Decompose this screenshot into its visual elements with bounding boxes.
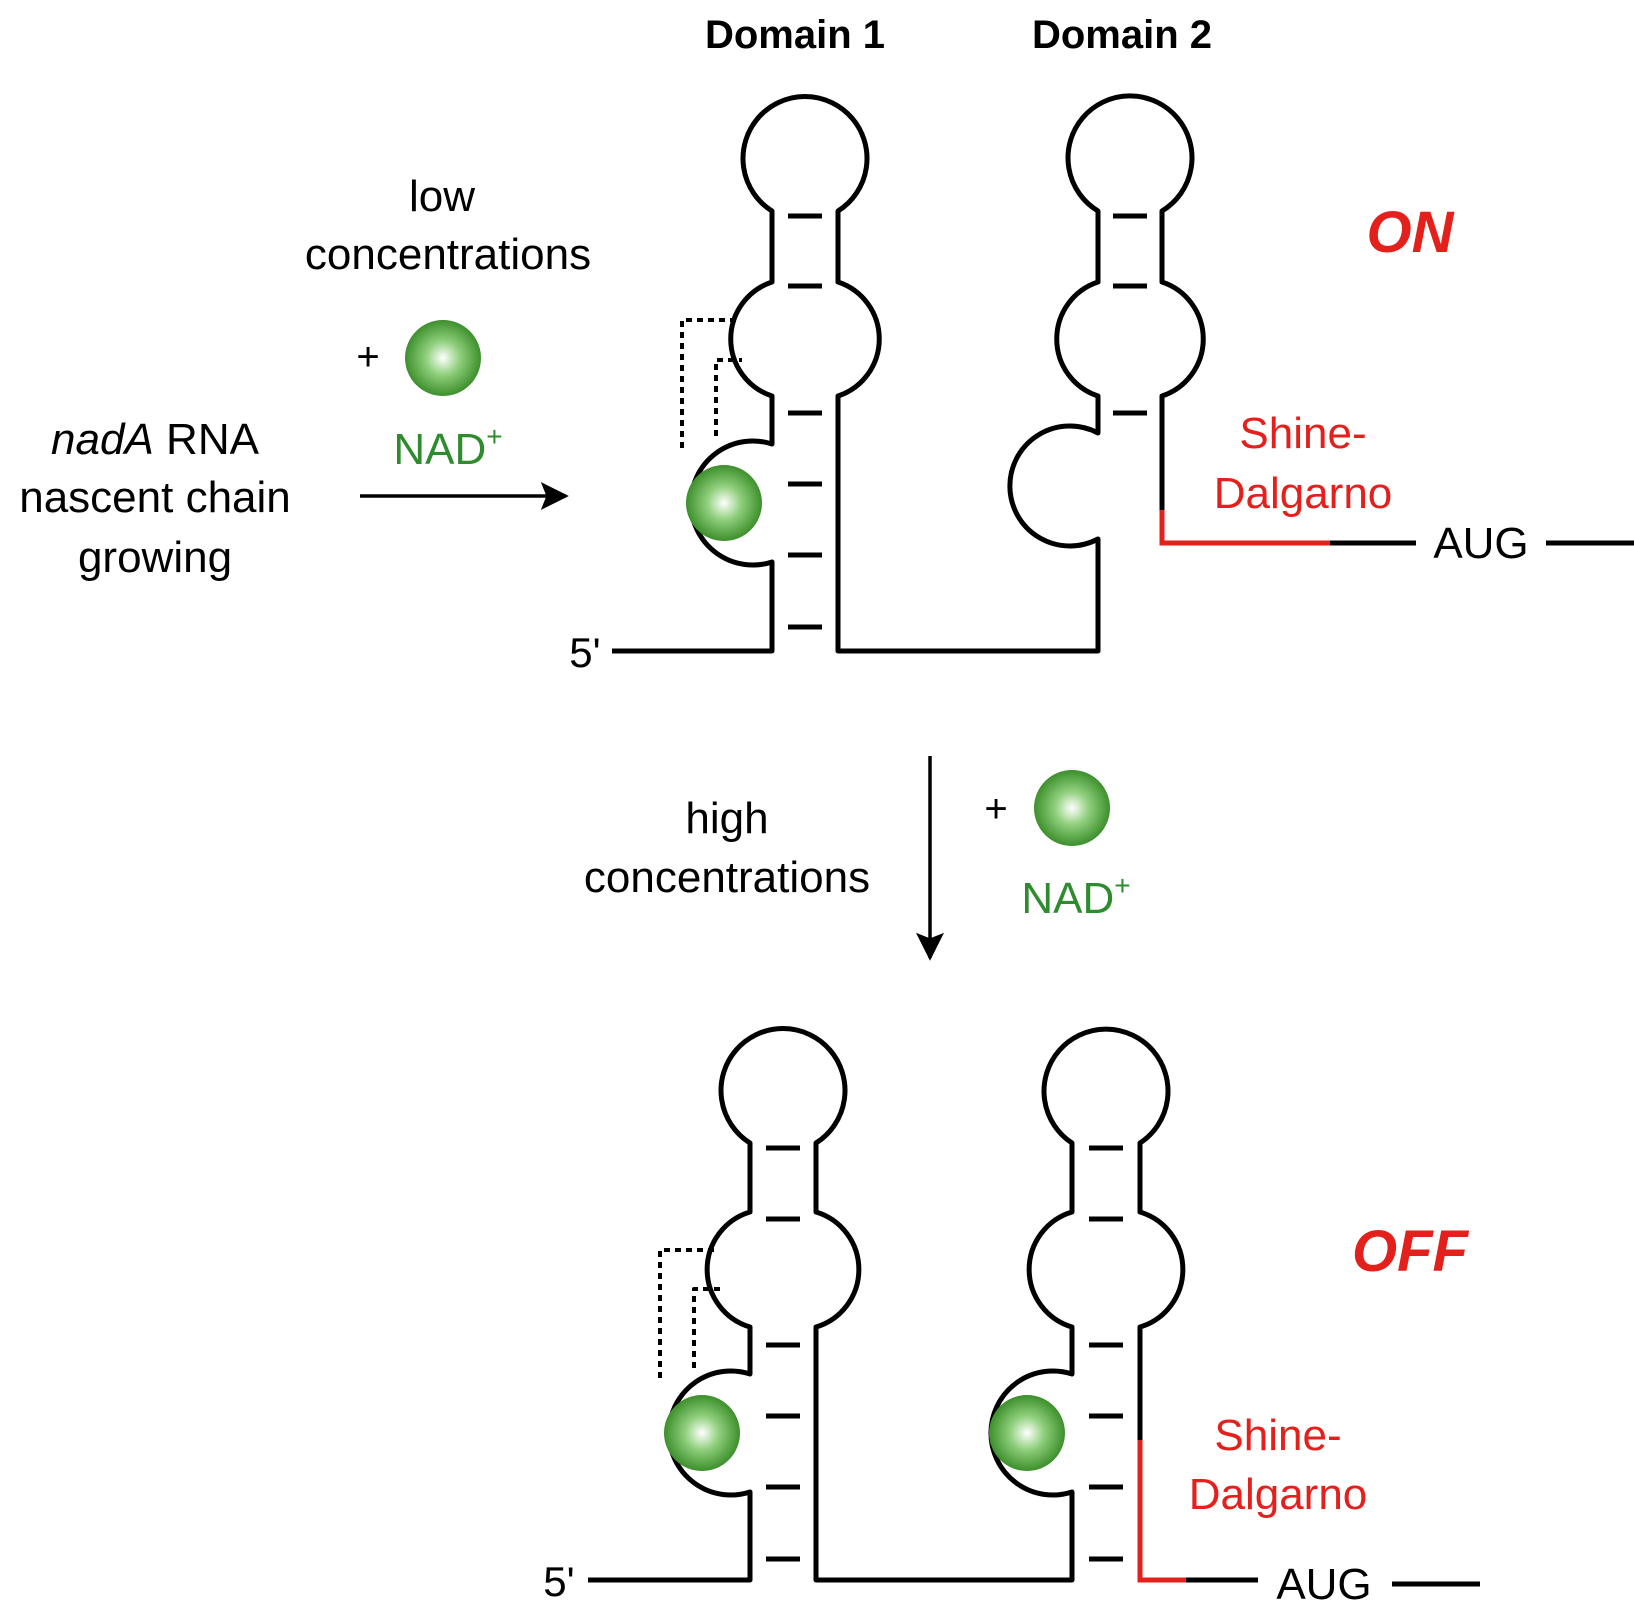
on-rna-backbone xyxy=(612,93,1206,654)
on-status-label: ON xyxy=(1367,200,1455,265)
off-status-label: OFF xyxy=(1352,1219,1470,1284)
off-sd-label-line1: Shine- xyxy=(1214,1411,1341,1460)
on-sd-label-line1: Shine- xyxy=(1239,409,1366,458)
off-aug-label: AUG xyxy=(1276,1560,1371,1609)
on-sd-label-line2: Dalgarno xyxy=(1214,469,1393,518)
off-domain2-bound-nad-icon xyxy=(989,1395,1065,1471)
growing-label: growing xyxy=(78,533,232,582)
high-plus-sign: + xyxy=(984,787,1007,831)
high-label: high xyxy=(685,794,768,843)
nascent-chain-label: nascent chain xyxy=(19,473,291,522)
domain2-label: Domain 2 xyxy=(1032,13,1212,57)
high-nad-label: NAD+ xyxy=(1021,870,1130,923)
on-shine-dalgarno-segment xyxy=(1159,510,1330,546)
on-aug-label: AUG xyxy=(1433,519,1528,568)
low-nad-ligand-icon xyxy=(405,320,481,396)
high-concentrations-label: concentrations xyxy=(584,853,870,902)
high-nad-ligand-icon xyxy=(1034,770,1110,846)
low-nad-label: NAD+ xyxy=(393,421,502,474)
off-domain1-bound-nad-icon xyxy=(664,1395,740,1471)
off-sd-label-line2: Dalgarno xyxy=(1189,1470,1368,1519)
nada-rna-label: nadA RNA xyxy=(51,415,260,464)
domain1-label: Domain 1 xyxy=(705,13,885,57)
on-domain1-bound-nad-icon xyxy=(686,465,762,541)
low-label: low xyxy=(409,172,475,221)
off-state-structure xyxy=(588,1026,1186,1583)
on-state-structure xyxy=(612,93,1206,654)
low-plus-sign: + xyxy=(356,335,379,379)
on-five-prime-label: 5' xyxy=(569,629,600,676)
low-concentrations-label: concentrations xyxy=(305,230,591,279)
off-five-prime-label: 5' xyxy=(543,1558,574,1605)
off-shine-dalgarno-segment xyxy=(1137,1440,1186,1583)
